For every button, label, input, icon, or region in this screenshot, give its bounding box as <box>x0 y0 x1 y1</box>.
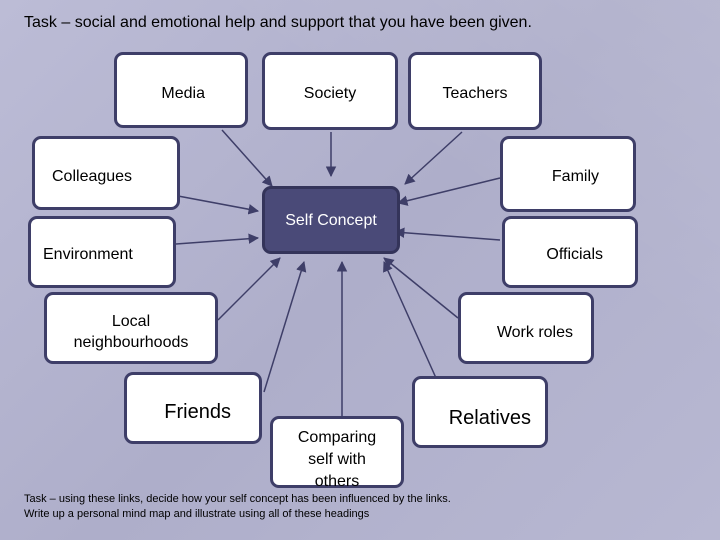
node-officials: Officials <box>502 216 638 288</box>
arrow-officials <box>393 227 501 241</box>
node-family-label: Family <box>551 168 599 185</box>
task-instructions: Task – using these links, decide how you… <box>24 492 451 522</box>
node-self-concept: Self Concept <box>262 186 400 254</box>
node-local-label-line1: Local <box>111 313 151 330</box>
arrow-colleagues <box>177 195 260 215</box>
node-work-roles: Work roles <box>458 292 594 364</box>
node-comparing-self-with-others: Comparing self with others <box>270 416 404 490</box>
node-colleagues-label: Colleagues <box>52 168 133 185</box>
node-officials-label: Officials <box>546 246 603 263</box>
node-friends-label: Friends <box>164 401 231 423</box>
task-instructions-line1: Task – using these links, decide how you… <box>24 493 451 505</box>
slide-title: Task – social and emotional help and sup… <box>24 14 532 31</box>
arrow-work-roles <box>383 257 459 319</box>
arrow-family <box>396 177 501 206</box>
node-environment: Environment <box>28 216 176 288</box>
node-family: Family <box>500 136 636 212</box>
node-teachers-label: Teachers <box>442 85 508 102</box>
node-comparing-label-line2: self with <box>308 451 366 468</box>
node-self-concept-label: Self Concept <box>285 212 377 229</box>
node-comparing-label-line1: Comparing <box>297 429 377 446</box>
node-society-label: Society <box>303 85 357 102</box>
node-environment-label: Environment <box>43 246 133 263</box>
node-local-label-line2: neighbourhoods <box>73 334 189 351</box>
arrow-relatives <box>383 261 437 379</box>
task-instructions-line2: Write up a personal mind map and illustr… <box>24 508 370 520</box>
node-media: Media <box>114 52 248 128</box>
arrow-media <box>221 129 273 187</box>
arrow-friends <box>263 260 307 393</box>
node-media-label: Media <box>161 85 205 102</box>
arrow-environment <box>175 233 260 245</box>
node-society: Society <box>262 52 398 130</box>
node-friends: Friends <box>124 372 262 444</box>
arrow-teachers <box>404 131 463 185</box>
node-relatives: Relatives <box>412 376 548 448</box>
node-relatives-label: Relatives <box>448 407 531 429</box>
node-comparing-label-line3: others <box>314 473 360 490</box>
arrow-local-neighbourhoods <box>217 257 281 321</box>
node-colleagues: Colleagues <box>32 136 180 210</box>
node-teachers: Teachers <box>408 52 542 130</box>
node-local-neighbourhoods: Local neighbourhoods <box>44 292 218 364</box>
node-work-roles-label: Work roles <box>496 324 573 341</box>
